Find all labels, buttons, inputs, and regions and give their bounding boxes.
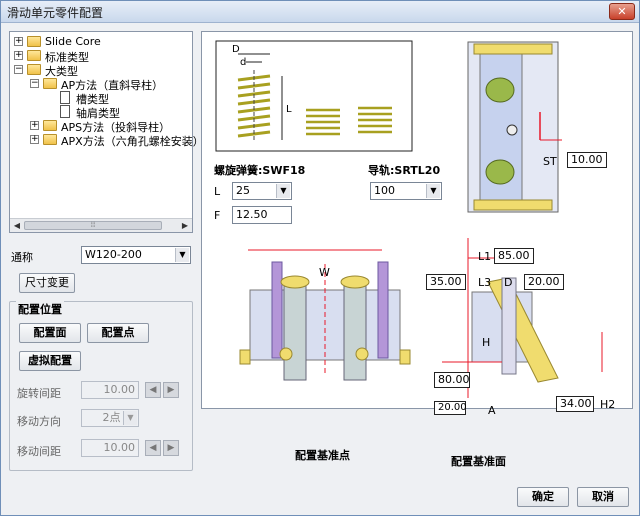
scroll-thumb[interactable]: ⦙⦙⦙ xyxy=(24,221,162,230)
collapse-icon[interactable]: − xyxy=(30,78,39,88)
document-icon xyxy=(60,105,70,118)
d-input[interactable]: 20.00 xyxy=(524,274,564,290)
move-direction-value: 2点 xyxy=(102,411,121,424)
expand-icon[interactable]: + xyxy=(14,36,23,46)
chevron-down-icon[interactable]: ▼ xyxy=(123,411,137,425)
l-select-value: 25 xyxy=(236,184,250,197)
l3-label: L3 xyxy=(478,276,492,289)
d-label: D xyxy=(504,276,513,289)
guide-label: 导轨:SRTL20 xyxy=(368,164,441,177)
h2-label: H2 xyxy=(600,398,616,411)
ref-face-label: 配置基准面 xyxy=(451,455,506,468)
tree-horizontal-scrollbar[interactable]: ◀ ⦙⦙⦙ ▶ xyxy=(10,218,192,232)
arrow-right-icon[interactable]: ▶ xyxy=(163,440,179,456)
f-input[interactable]: 12.50 xyxy=(232,206,292,224)
folder-icon xyxy=(27,50,41,61)
slide-side-view xyxy=(442,238,603,398)
arrow-right-icon[interactable]: ▶ xyxy=(163,382,179,398)
arrow-left-icon[interactable]: ◀ xyxy=(145,440,161,456)
ok-button[interactable]: 确定 xyxy=(517,487,569,507)
drawing-svg: D d L ST xyxy=(215,40,603,398)
name-label: 通称 xyxy=(11,251,33,264)
place-face-button[interactable]: 配置面 xyxy=(19,323,81,343)
cancel-button[interactable]: 取消 xyxy=(577,487,629,507)
bottom-left-dimension-input[interactable]: 20.00 xyxy=(434,401,467,415)
folder-icon xyxy=(43,134,57,145)
tree-item-label: 大类型 xyxy=(45,65,78,78)
spring-D-label: D xyxy=(232,44,240,55)
compressed-springs xyxy=(306,106,392,136)
st-input[interactable]: 10.00 xyxy=(567,152,607,168)
h-input[interactable]: 80.00 xyxy=(434,372,470,388)
move-direction-label: 移动方向 xyxy=(17,415,61,428)
move-distance-input[interactable]: 10.00 xyxy=(81,439,139,457)
a-label: A xyxy=(488,404,496,417)
w-label: W xyxy=(319,266,330,279)
rotation-label: 旋转间距 xyxy=(17,387,61,400)
left-dimension-input[interactable]: 35.00 xyxy=(426,274,466,290)
window-title: 滑动单元零件配置 xyxy=(7,6,104,20)
chevron-down-icon[interactable]: ▼ xyxy=(175,248,189,262)
l1-label: L1 xyxy=(478,250,492,263)
size-change-button[interactable]: 尺寸变更 xyxy=(19,273,75,293)
rotation-input[interactable]: 10.00 xyxy=(81,381,139,399)
chevron-down-icon[interactable]: ▼ xyxy=(426,184,440,198)
f-label: F xyxy=(214,209,221,222)
document-icon xyxy=(60,91,70,104)
virtual-place-button[interactable]: 虚拟配置 xyxy=(19,351,81,371)
name-select[interactable]: W120-200 ▼ xyxy=(81,246,191,264)
slide-block-top-view xyxy=(467,41,562,213)
type-tree[interactable]: + Slide Core + 标准类型 − 大类型 − AP方法（直斜导柱） 槽… xyxy=(9,31,204,233)
collapse-icon[interactable]: − xyxy=(14,64,23,74)
expand-icon[interactable]: + xyxy=(30,120,39,130)
drawing-canvas: D d L ST xyxy=(201,31,633,417)
guide-select[interactable]: 100 ▼ xyxy=(370,182,442,200)
tree-item-label: 轴肩类型 xyxy=(76,107,120,120)
slide-front-view xyxy=(239,249,411,381)
spring-drawing xyxy=(237,53,283,142)
tree-item-label: APX方法（六角孔螺栓安装） xyxy=(61,135,204,148)
placement-group: 配置位置 xyxy=(9,301,193,471)
expand-icon[interactable]: + xyxy=(14,50,23,60)
place-point-button[interactable]: 配置点 xyxy=(87,323,149,343)
expand-icon[interactable]: + xyxy=(30,134,39,144)
name-select-value: W120-200 xyxy=(85,248,142,261)
st-label: ST xyxy=(543,155,557,168)
tree-item-label: AP方法（直斜导柱） xyxy=(61,79,164,92)
spring-L-label: L xyxy=(286,104,292,115)
folder-icon xyxy=(27,36,41,47)
ref-point-label: 配置基准点 xyxy=(295,449,350,462)
folder-icon xyxy=(27,64,41,75)
l-select[interactable]: 25 ▼ xyxy=(232,182,292,200)
h2-input[interactable]: 34.00 xyxy=(556,396,594,412)
placement-group-title: 配置位置 xyxy=(16,301,64,317)
move-direction-select[interactable]: 2点 ▼ xyxy=(81,409,139,427)
l1-input[interactable]: 85.00 xyxy=(494,248,534,264)
l-label: L xyxy=(214,185,221,198)
h-label: H xyxy=(482,336,490,349)
folder-icon xyxy=(43,78,57,89)
tree-item-label: APS方法（投斜导柱） xyxy=(61,121,171,134)
spring-d-label: d xyxy=(240,57,246,68)
chevron-down-icon[interactable]: ▼ xyxy=(276,184,290,198)
guide-select-value: 100 xyxy=(374,184,395,197)
close-button[interactable]: ✕ xyxy=(609,3,635,20)
scroll-left-icon[interactable]: ◀ xyxy=(13,221,21,230)
move-distance-label: 移动间距 xyxy=(17,445,61,458)
tree-item-label: 槽类型 xyxy=(76,93,109,106)
title-bar: 滑动单元零件配置 ✕ xyxy=(1,1,639,23)
tree-item-label: 标准类型 xyxy=(45,51,89,64)
arrow-left-icon[interactable]: ◀ xyxy=(145,382,161,398)
folder-icon xyxy=(43,120,57,131)
tree-item-label: Slide Core xyxy=(45,35,101,48)
spring-label: 螺旋弹簧:SWF18 xyxy=(214,164,306,177)
scroll-right-icon[interactable]: ▶ xyxy=(181,221,189,230)
